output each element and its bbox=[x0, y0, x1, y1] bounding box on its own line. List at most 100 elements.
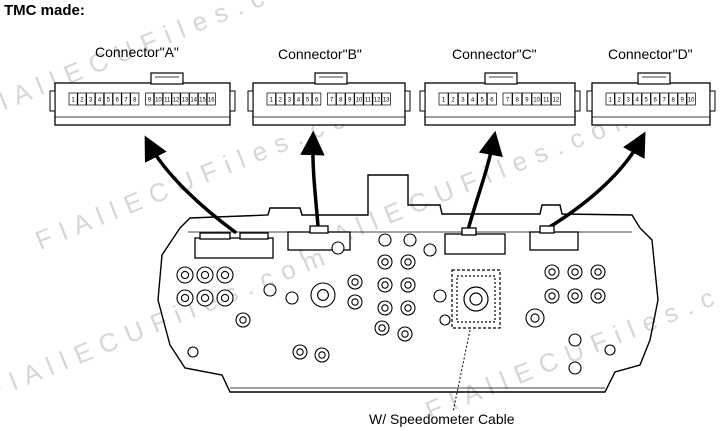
pin-cell bbox=[77, 92, 87, 106]
pin-cell bbox=[457, 92, 468, 106]
pin-number: 2 bbox=[80, 98, 84, 104]
pin-number: 12 bbox=[173, 98, 180, 104]
bulb-sockets bbox=[176, 233, 616, 375]
pin-cell bbox=[486, 92, 497, 106]
pin-cell bbox=[206, 92, 216, 106]
connector-a-label: Connector"A" bbox=[95, 44, 179, 60]
pin-cell bbox=[121, 92, 131, 106]
bulb-hole-inner bbox=[530, 313, 540, 323]
bulb-hole-inner bbox=[404, 281, 412, 289]
pin-cell bbox=[632, 92, 642, 106]
pin-cell bbox=[302, 92, 313, 106]
connector-latch bbox=[484, 72, 518, 85]
cluster-sockets bbox=[194, 225, 579, 259]
bulb-hole-inner bbox=[220, 270, 230, 280]
pin-number: 11 bbox=[164, 98, 171, 104]
bulb-hole bbox=[285, 291, 299, 305]
socket-d-tab bbox=[539, 225, 555, 234]
pin-number: 1 bbox=[609, 98, 613, 104]
connector-ear-right bbox=[574, 90, 581, 112]
callout-leader bbox=[452, 329, 471, 413]
bulb-hole bbox=[604, 344, 616, 356]
pin-cell bbox=[521, 92, 532, 106]
connector-c-label: Connector"C" bbox=[452, 46, 537, 62]
pin-cell bbox=[130, 92, 140, 106]
pin-number: 10 bbox=[688, 98, 695, 104]
pin-cell bbox=[68, 92, 78, 106]
pin-cell bbox=[686, 92, 696, 106]
arrow-a bbox=[144, 135, 237, 234]
pin-cell bbox=[677, 92, 687, 106]
pin-cell bbox=[162, 92, 172, 106]
pin-cell bbox=[668, 92, 678, 106]
connector-ear-right bbox=[404, 90, 411, 112]
pin-cell bbox=[363, 92, 373, 106]
pin-cell bbox=[650, 92, 660, 106]
bulb-hole bbox=[568, 333, 582, 347]
pin-cell bbox=[467, 92, 478, 106]
socket-c-tab bbox=[461, 227, 477, 236]
pin-number: 7 bbox=[663, 98, 667, 104]
connector-ear-left bbox=[49, 90, 56, 112]
arrow-d bbox=[546, 131, 646, 230]
speedometer-cable-boss bbox=[451, 269, 501, 329]
pin-cell bbox=[623, 92, 633, 106]
pin-number: 11 bbox=[365, 98, 372, 104]
pin-cell bbox=[327, 92, 337, 106]
pin-number: 10 bbox=[533, 98, 540, 104]
bulb-hole-inner bbox=[571, 268, 579, 276]
pin-number: 1 bbox=[270, 98, 274, 104]
pin-number: 9 bbox=[525, 98, 529, 104]
arrow-c bbox=[466, 130, 503, 232]
bulb-hole bbox=[403, 233, 417, 247]
bulb-hole-inner bbox=[351, 298, 359, 306]
pin-cell bbox=[641, 92, 651, 106]
connector-b-label: Connector"B" bbox=[278, 46, 362, 62]
connector-ear-left bbox=[419, 90, 426, 112]
pin-cell bbox=[345, 92, 355, 106]
connector-ear-left bbox=[586, 90, 593, 112]
bulb-hole bbox=[331, 241, 345, 255]
socket-c bbox=[444, 233, 506, 255]
socket-a-tab bbox=[199, 232, 231, 240]
pin-number: 6 bbox=[654, 98, 658, 104]
bulb-hole-inner bbox=[318, 351, 326, 359]
pin-number: 13 bbox=[383, 98, 390, 104]
pin-number: 7 bbox=[330, 98, 334, 104]
bulb-hole-inner bbox=[571, 292, 579, 300]
pin-number: 13 bbox=[182, 98, 189, 104]
pin-number: 8 bbox=[133, 98, 137, 104]
pin-number: 2 bbox=[618, 98, 622, 104]
pin-number: 5 bbox=[645, 98, 649, 104]
pin-number: 8 bbox=[339, 98, 343, 104]
pin-number: 10 bbox=[155, 98, 162, 104]
pin-number: 8 bbox=[516, 98, 520, 104]
bulb-hole-inner bbox=[548, 268, 556, 276]
pin-number: 10 bbox=[356, 98, 363, 104]
pin-cell bbox=[531, 92, 542, 106]
page-heading: TMC made: bbox=[4, 2, 85, 19]
socket-d bbox=[529, 231, 579, 251]
bulb-hole-inner bbox=[404, 258, 412, 266]
pin-number: 6 bbox=[315, 98, 319, 104]
pin-number: 15 bbox=[199, 98, 206, 104]
bulb-hole bbox=[423, 243, 437, 257]
pin-number: 8 bbox=[672, 98, 676, 104]
pin-cell bbox=[477, 92, 488, 106]
pin-number: 4 bbox=[98, 98, 102, 104]
pin-cell bbox=[659, 92, 669, 106]
leader-arrows bbox=[144, 130, 646, 234]
cluster-outline bbox=[157, 174, 659, 393]
pin-number: 6 bbox=[490, 98, 494, 104]
pin-cell bbox=[153, 92, 163, 106]
socket-a-tab-2 bbox=[239, 232, 269, 240]
pin-number: 3 bbox=[627, 98, 631, 104]
bulb-hole-inner bbox=[220, 293, 230, 303]
pin-cell bbox=[293, 92, 304, 106]
pin-number: 3 bbox=[288, 98, 292, 104]
pin-cell bbox=[550, 92, 561, 106]
pin-cell bbox=[381, 92, 391, 106]
pin-cell bbox=[312, 92, 322, 106]
